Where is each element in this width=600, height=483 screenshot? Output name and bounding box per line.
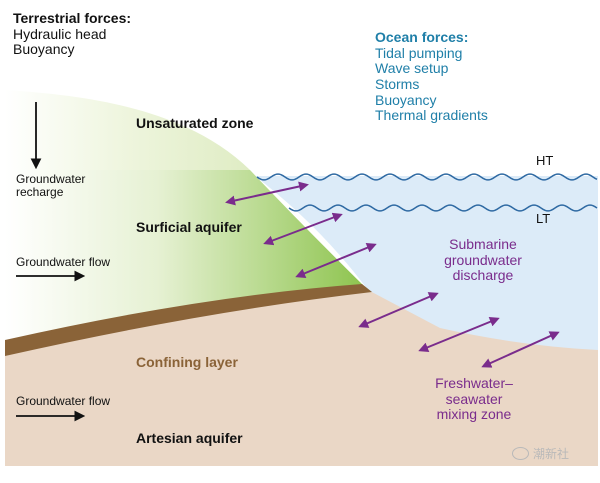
mixing-zone-label-line: Freshwater– (435, 375, 513, 391)
groundwater-flow-label-lower: Groundwater flow (16, 394, 111, 408)
unsaturated-zone (5, 90, 250, 170)
artesian-aquifer-label: Artesian aquifer (136, 430, 243, 446)
wechat-icon (512, 447, 529, 460)
low-tide-label: LT (536, 211, 551, 226)
ocean-item: Buoyancy (375, 91, 437, 108)
mixing-zone-label-line: mixing zone (436, 406, 512, 423)
sgd-label: Submarine groundwater discharge (424, 236, 542, 284)
ocean-item: Storms (375, 76, 420, 93)
mixing-zone-label-line: seawater (445, 390, 503, 407)
surficial-aquifer-label: Surficial aquifer (136, 219, 242, 235)
recharge-label-line: Groundwater (16, 172, 86, 186)
watermark: 潮新社 (512, 447, 569, 461)
sgd-label-line: discharge (452, 267, 514, 284)
confining-layer-label: Confining layer (136, 354, 238, 370)
terrestrial-item: Hydraulic head (13, 25, 107, 42)
unsaturated-zone-label: Unsaturated zone (136, 115, 254, 131)
exchange-arrow (225, 181, 309, 206)
groundwater-flow-label-upper: Groundwater flow (16, 255, 111, 269)
ocean-forces: Ocean forces: Tidal pumping Wave setup S… (375, 29, 488, 124)
ocean-item: Tidal pumping (375, 44, 463, 61)
terrestrial-forces: Terrestrial forces: Hydraulic head Buoya… (13, 10, 132, 58)
high-tide-label: HT (536, 153, 554, 168)
mixing-zone-label: Freshwater– seawater mixing zone (414, 375, 534, 423)
recharge-label: Groundwater recharge (16, 172, 86, 200)
terrestrial-item: Buoyancy (13, 41, 75, 58)
exchange-arrow (295, 243, 377, 278)
low-tide-line (288, 204, 598, 212)
confining-layer (5, 284, 372, 356)
recharge-label-line: recharge (16, 185, 64, 200)
exchange-arrow (418, 317, 500, 352)
sgd-label-line: groundwater (444, 251, 522, 268)
ocean-item: Wave setup (375, 60, 449, 77)
ocean-heading: Ocean forces: (375, 29, 469, 45)
high-tide-line (256, 173, 598, 181)
sgd-label-line: Submarine (449, 236, 517, 252)
exchange-arrow (263, 212, 343, 246)
watermark-text: 潮新社 (533, 447, 570, 461)
exchange-arrow (481, 331, 560, 368)
ocean-item: Thermal gradients (375, 107, 488, 124)
terrestrial-heading: Terrestrial forces: (13, 10, 132, 26)
exchange-arrow (358, 292, 439, 328)
